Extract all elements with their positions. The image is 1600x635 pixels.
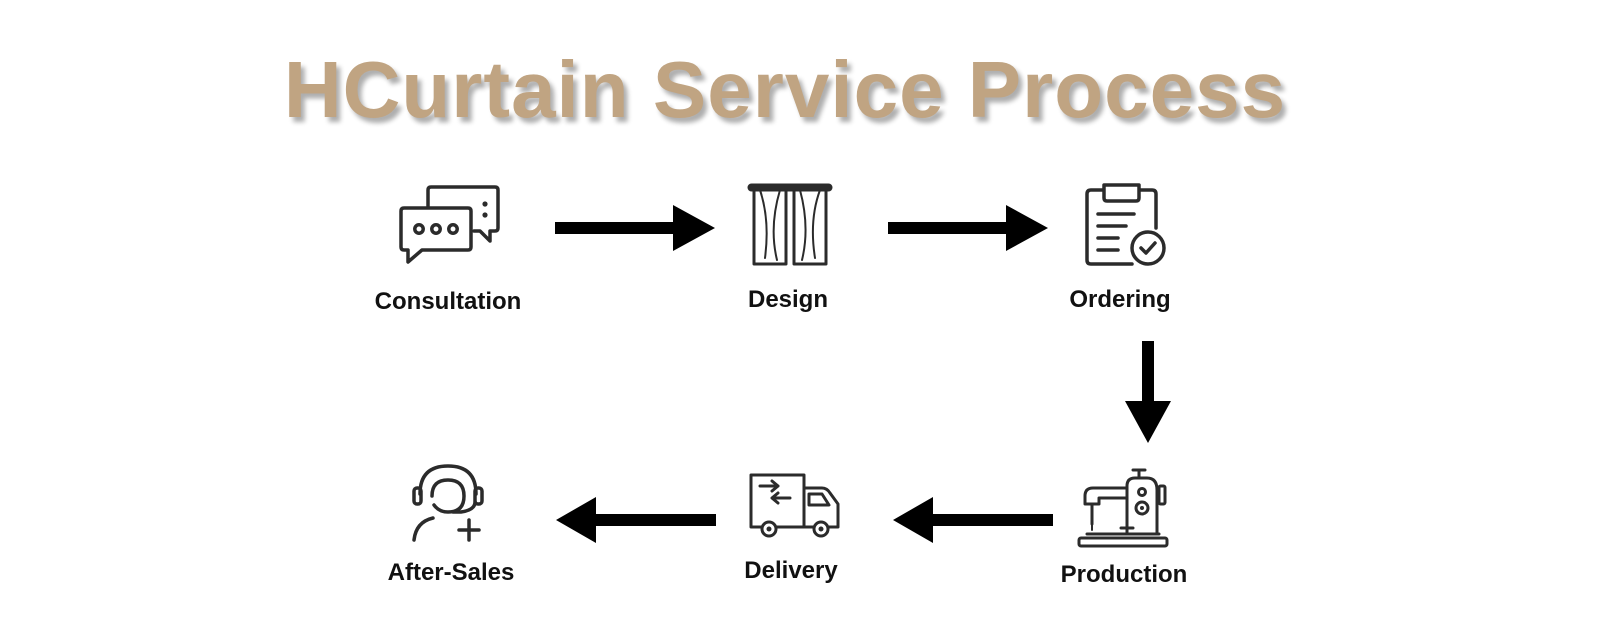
- curtain-icon: [747, 182, 833, 273]
- step-label: Design: [747, 286, 828, 313]
- step-label: Ordering: [1069, 286, 1171, 313]
- clipboard-check-icon: [1082, 182, 1168, 273]
- step-delivery: Delivery: [661, 472, 921, 612]
- step-consultation: Consultation: [318, 184, 578, 324]
- step-production: Production: [994, 464, 1254, 604]
- step-label: Delivery: [744, 557, 838, 584]
- arrow-down-icon: [1125, 341, 1171, 448]
- step-after-sales: After-Sales: [321, 462, 581, 602]
- arrow-right-icon: [555, 205, 715, 256]
- page-title: HCurtain Service Process: [283, 45, 1287, 134]
- support-agent-icon: [409, 462, 493, 549]
- step-label: After-Sales: [387, 559, 515, 586]
- step-ordering: Ordering: [990, 182, 1250, 322]
- arrow-left-icon: [893, 497, 1053, 548]
- arrow-left-icon: [556, 497, 716, 548]
- arrow-right-icon: [888, 205, 1048, 256]
- delivery-truck-icon: [746, 472, 842, 545]
- step-design: Design: [658, 182, 918, 322]
- chat-bubbles-icon: [396, 184, 502, 273]
- step-label: Production: [1060, 561, 1188, 588]
- sewing-machine-icon: [1077, 464, 1169, 555]
- step-label: Consultation: [374, 288, 522, 315]
